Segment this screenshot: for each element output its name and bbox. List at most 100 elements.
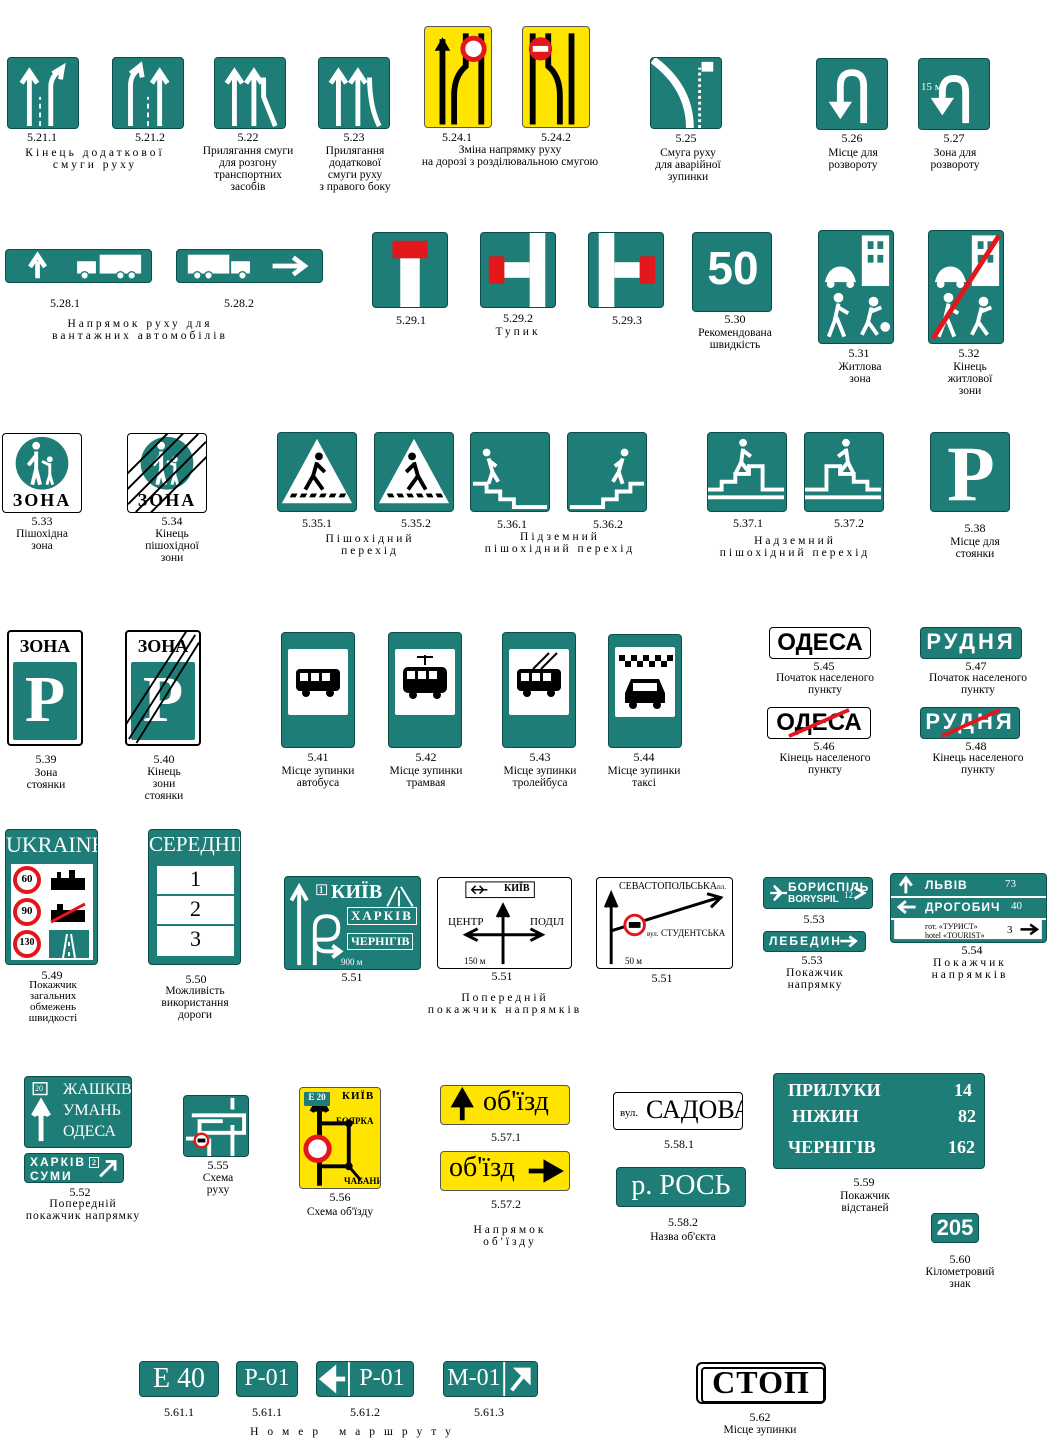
detour-scheme-icon xyxy=(303,1093,362,1186)
sign-5-53-b: ЛЕБЕДИН xyxy=(763,931,866,952)
code-5-37-1: 5.37.1 xyxy=(733,516,763,530)
pedestrian-crossing-icon xyxy=(281,438,353,504)
sign-5-51-b: КИЇВ ЦЕНТР ПОДІЛ 150 м xyxy=(437,877,572,969)
sign-5-22 xyxy=(214,57,286,129)
code-5-45: 5.45 xyxy=(813,659,835,673)
sign-5-51-a: КИЇВ 1 ХАРКІВ ЧЕРНІГІВ 900 м xyxy=(284,876,421,970)
speed-value: 130 xyxy=(19,937,35,948)
destination: ЛЕБЕДИН xyxy=(769,934,842,948)
sign-5-34: ЗОНА xyxy=(127,433,207,513)
sign-5-29-3 xyxy=(588,232,664,308)
lane-end-icon xyxy=(128,61,170,127)
sign-5-35-2 xyxy=(374,432,454,512)
code-5-29-3: 5.29.3 xyxy=(612,313,642,327)
speed-value: 60 xyxy=(21,873,33,885)
code-5-38: 5.38 xyxy=(964,521,986,535)
sign-5-40: ЗОНА P xyxy=(125,630,201,746)
distance: 50 м xyxy=(625,956,642,966)
arrow-diagonal-icon xyxy=(99,1160,117,1178)
lane-number: 3 xyxy=(190,926,201,951)
sign-text: ЗОНА xyxy=(137,490,197,510)
sign-5-46: ОДЕСА xyxy=(767,707,871,739)
caption-5-37: Надземний пішохідний перехід xyxy=(719,535,871,559)
code-5-53-b: 5.53 xyxy=(801,953,823,967)
code-5-46: 5.46 xyxy=(813,739,835,753)
parking-letter: P xyxy=(947,432,995,512)
destination: УМАНЬ xyxy=(63,1102,121,1119)
code-5-41: 5.41 xyxy=(307,750,329,764)
arrow-up-icon xyxy=(450,1086,474,1121)
sign-5-58-2: р. РОСЬ xyxy=(616,1167,746,1207)
overpass-crossing-icon xyxy=(805,438,882,500)
sign-5-45: ОДЕСА xyxy=(769,627,871,659)
end-hatch-icon xyxy=(127,632,199,744)
advance-direction-icon xyxy=(462,881,546,965)
destination-latin: BORYSPIL xyxy=(788,894,839,905)
lane-change-icon xyxy=(434,33,487,125)
code-5-54: 5.54 xyxy=(961,943,983,957)
sign-text: ЗОНА xyxy=(137,636,189,656)
code-5-32: 5.32 xyxy=(958,346,980,360)
sign-5-27: 15 м xyxy=(918,58,990,130)
underground-crossing-icon xyxy=(472,448,548,510)
trolleybus-icon xyxy=(517,652,561,697)
parking-panel: P xyxy=(13,662,77,740)
sign-5-25 xyxy=(650,57,722,129)
sign-5-36-1 xyxy=(470,432,550,512)
row-divider xyxy=(891,918,1046,920)
caption-5-21: Кінець додаткової смуги руху xyxy=(25,147,165,171)
street-prefix: вул. xyxy=(647,930,659,938)
lane-merge-icon xyxy=(328,67,382,128)
code-5-42: 5.42 xyxy=(415,750,437,764)
caption-5-29: Тупик xyxy=(495,326,541,338)
sign-5-61-3: M-01 xyxy=(443,1361,538,1397)
town-name: РУДНЯ xyxy=(921,709,1019,735)
code-5-57-1: 5.57.1 xyxy=(491,1130,521,1144)
code-5-61-2: 5.61.2 xyxy=(350,1405,380,1419)
detour-label: об'їзд xyxy=(483,1086,549,1117)
street-name: СТУДЕНТСЬКА xyxy=(661,928,726,938)
sign-5-57-2: об'їзд xyxy=(440,1151,570,1191)
u-turn-icon xyxy=(828,69,868,124)
distance: 82 xyxy=(958,1106,976,1126)
underground-crossing-icon xyxy=(569,448,645,510)
code-5-60: 5.60 xyxy=(949,1252,971,1266)
distance: 73 xyxy=(1005,878,1016,890)
code-5-53-a: 5.53 xyxy=(803,912,825,926)
destination: ДРОГОБИЧ xyxy=(925,900,1001,914)
sign-5-61-1-e40: E 40 xyxy=(139,1361,219,1397)
code-5-31: 5.31 xyxy=(848,346,870,360)
destination: ЦЕНТР xyxy=(448,916,484,928)
caption-5-61: Номер маршруту xyxy=(250,1426,460,1438)
code-5-61-1-a: 5.61.1 xyxy=(164,1405,194,1419)
pedestrian-zone-icon xyxy=(15,436,69,490)
route-badge: E 20 xyxy=(304,1092,330,1106)
sign-5-43 xyxy=(502,632,576,748)
sign-5-36-2 xyxy=(567,432,647,512)
destination: ЧЕРНІГІВ xyxy=(788,1137,876,1157)
sign-5-31 xyxy=(818,230,894,344)
sign-5-37-1 xyxy=(707,432,787,512)
destination: БОЯРКА xyxy=(336,1116,374,1126)
caption-5-50: Можливість використання дороги xyxy=(161,985,229,1021)
code-5-48: 5.48 xyxy=(965,739,987,753)
sign-5-35-1 xyxy=(277,432,357,512)
acceleration-lane-icon xyxy=(224,67,278,127)
code-5-34: 5.34 xyxy=(161,514,183,528)
code-5-56: 5.56 xyxy=(329,1190,351,1204)
caption-5-32: Кінець житлової зони xyxy=(947,361,993,397)
traffic-scheme-icon xyxy=(186,1097,246,1156)
road-number: 1 xyxy=(319,885,324,895)
code-5-51-c: 5.51 xyxy=(651,971,673,985)
code-5-50: 5.50 xyxy=(185,972,207,986)
sign-text: ЗОНА xyxy=(12,490,72,510)
truck-direction-icon xyxy=(28,251,142,280)
code-5-39: 5.39 xyxy=(35,752,57,766)
code-5-22: 5.22 xyxy=(237,130,259,144)
sign-5-60: 205 xyxy=(931,1213,979,1243)
lane-panel xyxy=(157,866,234,956)
code-5-28-2: 5.28.2 xyxy=(224,296,254,310)
taxi-icon xyxy=(619,655,673,709)
caption-5-57: Напрямок об'їзду xyxy=(473,1224,547,1248)
sign-5-26 xyxy=(816,58,888,130)
